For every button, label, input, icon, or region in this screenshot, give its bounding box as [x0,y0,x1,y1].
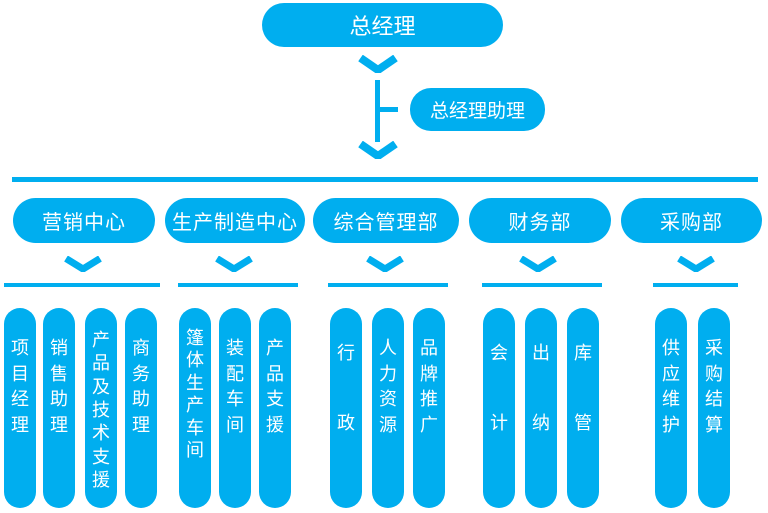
node-position: 篷体生产车间 [179,308,211,508]
node-department: 采购部 [621,198,762,243]
vertical-label: 出纳 [532,343,550,434]
chevron-down-icon [215,256,253,272]
sub-rail-line [653,283,738,287]
vertical-label: 装配车间 [226,338,244,436]
sub-rail-line [178,283,298,287]
vertical-label: 项目经理 [11,338,29,436]
chevron-down-icon [358,55,398,73]
node-position: 装配车间 [219,308,251,508]
node-department: 综合管理部 [313,198,459,243]
sub-rail-line [4,283,160,287]
node-position: 项目经理 [4,308,36,508]
node-department: 生产制造中心 [165,198,305,243]
node-department: 财务部 [469,198,611,243]
connector-line [375,80,380,142]
node-position: 商务助理 [125,308,157,508]
vertical-label: 人力资源 [379,338,397,436]
node-position: 行政 [330,308,362,508]
chevron-down-icon [366,256,404,272]
vertical-label: 商务助理 [132,338,150,436]
vertical-label: 行政 [337,343,355,434]
vertical-label: 篷体生产车间 [186,328,204,461]
connector-branch-line [378,107,398,112]
node-position: 供应维护 [655,308,687,508]
node-department: 营销中心 [13,198,155,243]
vertical-label: 会计 [490,343,508,434]
vertical-label: 产品及技术支援 [92,330,110,491]
vertical-label: 供应维护 [662,338,680,436]
node-position: 销售助理 [43,308,75,508]
sub-rail-line [482,283,602,287]
vertical-label: 库管 [574,343,592,434]
chevron-down-icon [519,256,557,272]
chevron-down-icon [64,256,102,272]
sub-rail-line [328,283,448,287]
node-position: 会计 [483,308,515,508]
node-position: 品牌推广 [413,308,445,508]
chevron-down-icon [677,256,715,272]
vertical-label: 品牌推广 [420,338,438,436]
node-position: 人力资源 [372,308,404,508]
department-rail-line [12,177,758,182]
vertical-label: 销售助理 [50,338,68,436]
vertical-label: 产品支援 [266,338,284,436]
vertical-label: 采购结算 [705,338,723,436]
node-position: 出纳 [525,308,557,508]
node-general-manager-assistant: 总经理助理 [410,88,545,131]
node-position: 产品及技术支援 [85,308,117,508]
node-general-manager: 总经理 [262,3,503,47]
chevron-down-icon [358,141,398,159]
node-position: 采购结算 [698,308,730,508]
node-position: 产品支援 [259,308,291,508]
node-position: 库管 [567,308,599,508]
